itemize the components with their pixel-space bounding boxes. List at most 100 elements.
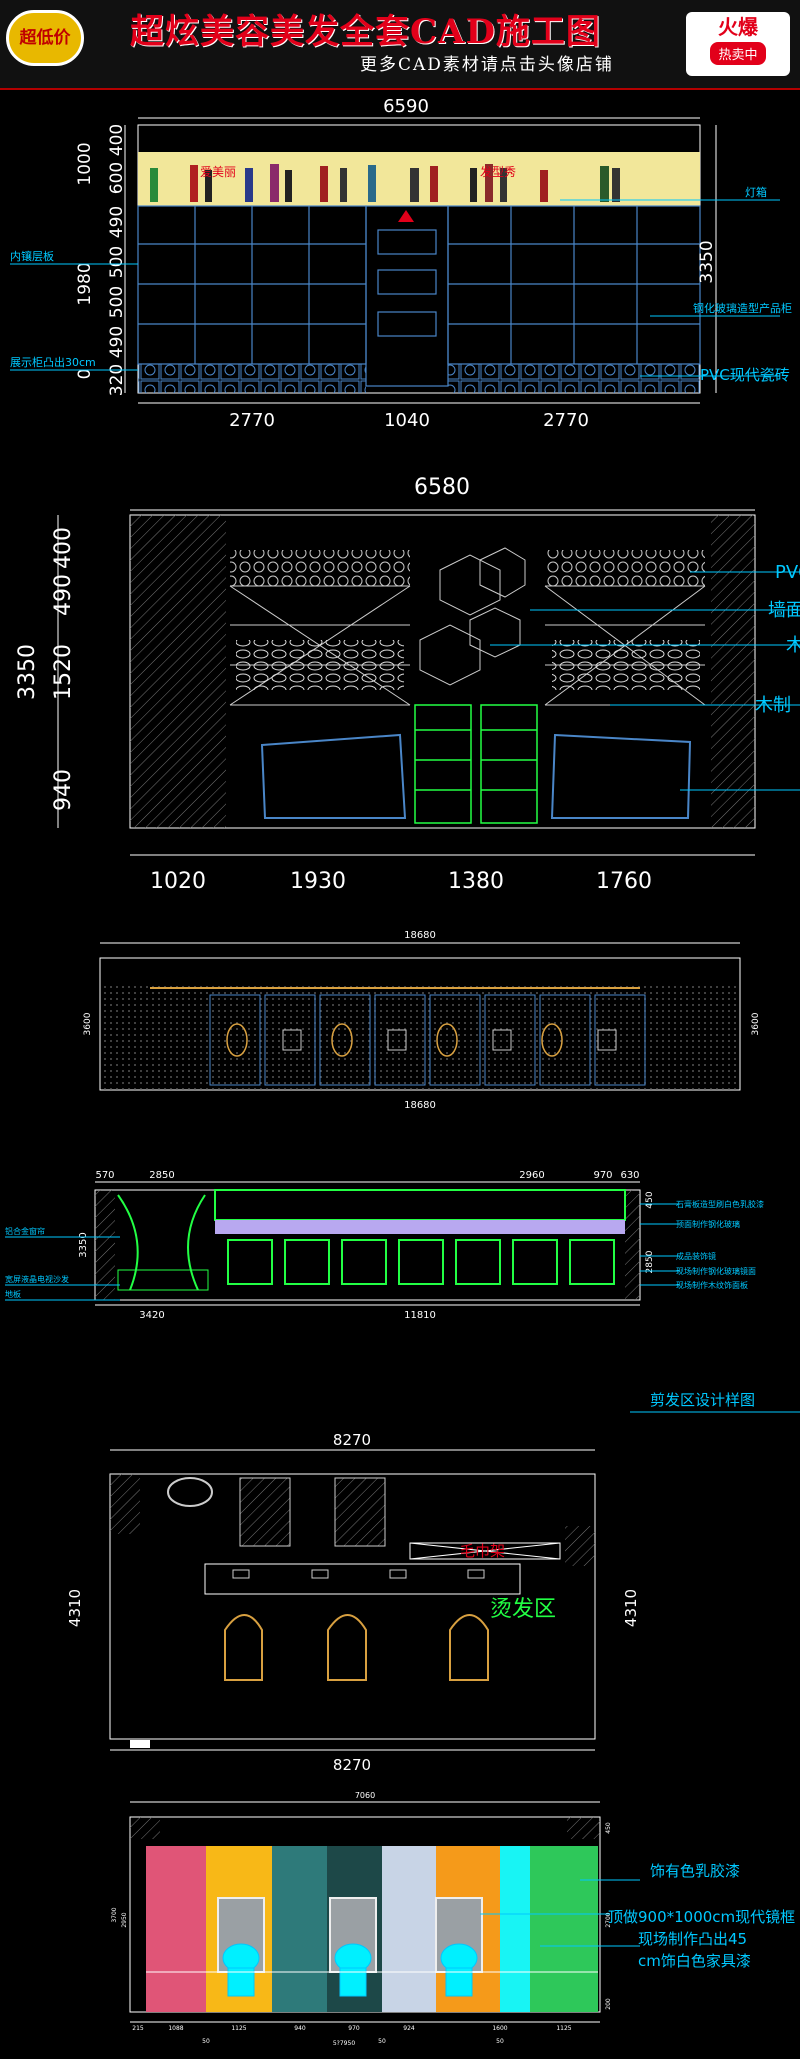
svg-text:石膏板造型刷白色乳胶漆: 石膏板造型刷白色乳胶漆 — [676, 1199, 764, 1209]
elevation-wash-wall: 6580 400 490 — [15, 475, 800, 894]
svg-text:940: 940 — [51, 769, 76, 811]
dim-right-top: 450 — [605, 1822, 612, 1834]
svg-text:400: 400 — [51, 527, 76, 569]
cad-drawing-sheet: 6590 爱美丽 发型秀 — [5, 96, 800, 2047]
svg-text:490: 490 — [107, 326, 127, 358]
leaders — [480, 1879, 640, 1947]
shampoo-chairs — [282, 1029, 617, 1051]
pvc-tile-base-right — [448, 364, 700, 393]
svg-text:2960: 2960 — [519, 1170, 544, 1181]
green-display-cabinets — [414, 704, 538, 824]
svg-text:630: 630 — [620, 1170, 639, 1181]
dim-right: 4310 — [622, 1589, 640, 1627]
dim-bottom: 2770 1040 2770 — [138, 402, 700, 431]
dim-right: 3600 — [751, 1012, 761, 1035]
dim-top: 570 2850 2960 970 630 — [95, 1170, 640, 1183]
label-inner-shelf: 内镶层板 — [10, 249, 54, 263]
svg-text:500: 500 — [107, 246, 127, 278]
towel-stack-left — [236, 640, 404, 690]
svg-text:1000: 1000 — [75, 142, 95, 185]
svg-text:顶面制作钢化玻璃: 顶面制作钢化玻璃 — [676, 1219, 740, 1229]
beam-right — [567, 1817, 600, 1839]
hot-sale-sub: 热卖中 — [710, 42, 766, 65]
svg-text:215: 215 — [132, 2025, 144, 2032]
label-wall-surface: 墙面 — [768, 600, 800, 621]
hot-sale-badge: 火爆 热卖中 — [686, 12, 790, 76]
svg-text:现场制作钢化玻璃镜面: 现场制作钢化玻璃镜面 — [676, 1266, 756, 1276]
cheap-price-badge: 超低价 — [6, 10, 84, 66]
dim-top: 7060 — [355, 1791, 375, 1800]
banner-subtitle: 更多CAD素材请点击头像店铺 — [360, 55, 614, 75]
svg-text:2850: 2850 — [149, 1170, 174, 1181]
hot-sale-label: 火爆 — [718, 15, 758, 39]
dim-left: 400 490 3350 1520 940 — [15, 515, 76, 828]
elevation-cut-area: 570 2850 2960 970 630 3350 450 2850 3420… — [5, 1170, 800, 1413]
svg-text:570: 570 — [95, 1170, 114, 1181]
dim-top: 6580 — [414, 475, 470, 500]
room-outline — [109, 1473, 596, 1740]
hatched-column-right — [711, 515, 755, 828]
purple-ceiling-band — [215, 1220, 625, 1234]
svg-text:924: 924 — [403, 2025, 415, 2032]
dim-right-bottom: 200 — [605, 1998, 612, 2010]
glass-ceiling-frame — [214, 1189, 626, 1221]
label-wood: 木 — [786, 635, 800, 656]
lightbox-text-right: 发型秀 — [480, 164, 516, 179]
svg-text:1760: 1760 — [596, 869, 652, 894]
svg-text:宽屏液晶电视沙发: 宽屏液晶电视沙发 — [5, 1274, 69, 1284]
svg-text:490: 490 — [51, 574, 76, 616]
dim-right-main: 2850 — [645, 1250, 655, 1273]
plan-perm-area: 8270 毛巾架 烫发区 8270 4310 4310 — [66, 1431, 640, 1774]
dim-bottom: 8270 — [333, 1756, 371, 1774]
color-panel-3 — [272, 1846, 327, 2012]
svg-text:50: 50 — [496, 2038, 504, 2045]
label-pvc-tile: PVC现代瓷砖 — [700, 366, 790, 384]
column-top-left — [110, 1474, 140, 1534]
dim-top: 6590 — [383, 96, 429, 117]
center-triangle-mark — [398, 210, 414, 222]
lightbox-text-left: 爱美丽 — [200, 165, 236, 179]
dim-right: 3350 — [697, 125, 717, 393]
zone-label: 烫发区 — [490, 1597, 556, 1622]
svg-text:3350: 3350 — [15, 644, 40, 700]
hexagon-decor — [419, 547, 526, 686]
dim-left: 400 600 1000 490 500 1980 500 490 320 0 — [75, 124, 127, 396]
lattice-panel-left — [230, 550, 410, 586]
leaders — [10, 199, 780, 377]
svg-text:1040: 1040 — [384, 410, 430, 431]
wash-bed-2 — [334, 1477, 386, 1547]
display-cabinets — [137, 205, 701, 387]
svg-text:2770: 2770 — [229, 410, 275, 431]
elevation-product-wall: 6590 爱美丽 发型秀 — [10, 96, 792, 431]
towel-rack-label: 毛巾架 — [460, 1542, 505, 1560]
dim-bottom: 18680 — [404, 1100, 436, 1111]
styling-chairs — [226, 1023, 563, 1057]
svg-text:饰有色乳胶漆: 饰有色乳胶漆 — [650, 1862, 740, 1880]
wash-bed-left — [260, 733, 407, 819]
dim-left: 4310 — [66, 1589, 84, 1627]
mirror-stations — [209, 994, 646, 1086]
svg-text:3420: 3420 — [139, 1310, 164, 1321]
pvc-tile-base-left — [138, 364, 366, 393]
color-panel-1 — [146, 1846, 206, 2012]
svg-text:1088: 1088 — [168, 2025, 183, 2032]
label-lightbox: 灯箱 — [745, 185, 767, 199]
svg-text:铝合金窗帘: 铝合金窗帘 — [5, 1226, 45, 1236]
label-pvc: PVC — [775, 562, 800, 583]
counter-items — [232, 1569, 485, 1579]
svg-text:1600: 1600 — [492, 2025, 507, 2032]
svg-text:cm饰白色家具漆: cm饰白色家具漆 — [638, 1952, 751, 1970]
svg-text:500: 500 — [107, 286, 127, 318]
curtains — [117, 1194, 206, 1291]
svg-text:50: 50 — [202, 2038, 210, 2045]
dim-top: 18680 — [404, 930, 436, 941]
sofa — [117, 1269, 209, 1291]
column-right — [565, 1526, 595, 1566]
lattice-panel-right — [545, 550, 705, 586]
svg-text:3350: 3350 — [697, 240, 717, 283]
dim-bottom: 215 1088 1125 940 970 924 1600 1125 50 5… — [130, 2021, 600, 2047]
svg-text:5?7950: 5?7950 — [333, 2040, 355, 2047]
svg-text:1520: 1520 — [51, 644, 76, 700]
wash-bed-right — [550, 733, 692, 819]
svg-text:成品装饰镜: 成品装饰镜 — [676, 1251, 716, 1261]
